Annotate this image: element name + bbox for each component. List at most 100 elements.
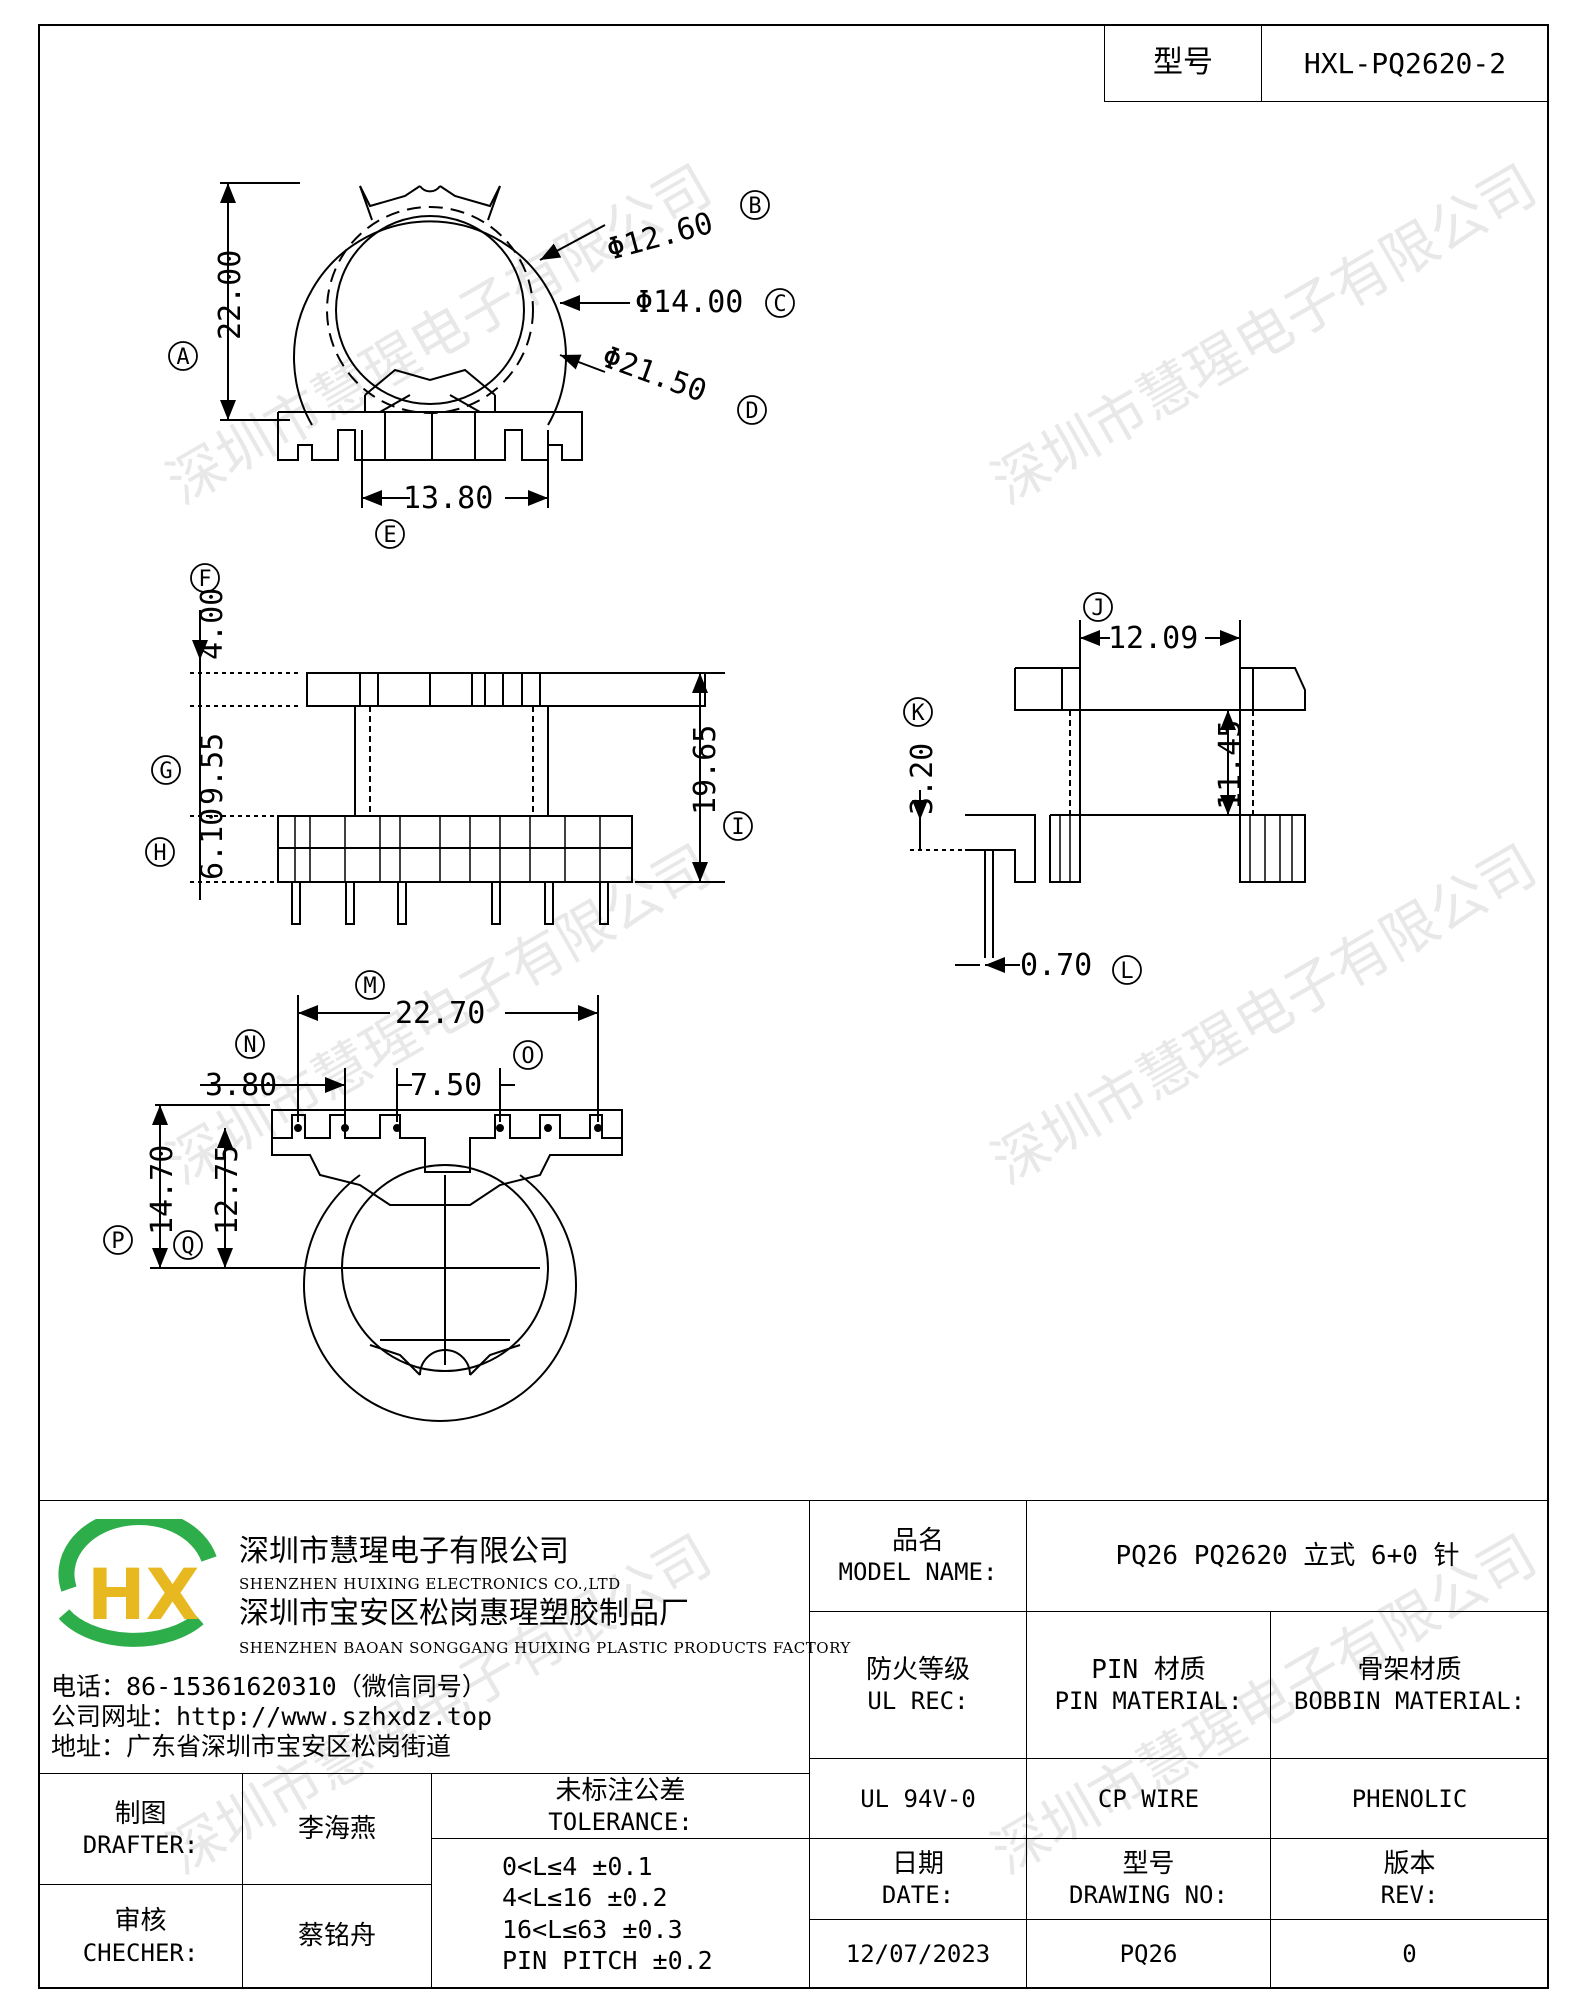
ul-value-cell: UL 94V-0 [809, 1758, 1027, 1839]
dim-p-label: P [111, 1229, 124, 1254]
bobbin-material-en: BOBBIN MATERIAL: [1293, 1687, 1526, 1716]
factory-name-cn: 深圳市宝安区松岗惠瑆塑胶制品厂 [239, 1596, 689, 1631]
model-name-en: MODEL NAME: [838, 1558, 998, 1587]
dim-c-value: Φ14.00 [635, 285, 743, 320]
rev-cn: 版本 [1383, 1848, 1436, 1879]
dim-g-value: 9.55 [195, 733, 230, 805]
dim-d-label: D [745, 399, 758, 424]
logo-swoosh-bottom-icon [58, 1609, 204, 1647]
header-model-label-cell: 型号 [1104, 24, 1262, 102]
model-name-value-cell: PQ26 PQ2620 立式 6+0 针 [1026, 1500, 1549, 1612]
pin-material-label-cell: PIN 材质 PIN MATERIAL: [1026, 1611, 1271, 1759]
date-en: DATE: [881, 1881, 955, 1910]
dim-e-value: 13.80 [403, 481, 493, 516]
factory-name-en: SHENZHEN BAOAN SONGGANG HUIXING PLASTIC … [239, 1639, 851, 1657]
model-name-label-cell: 品名 MODEL NAME: [809, 1500, 1027, 1612]
header-model-label: 型号 [1153, 45, 1213, 81]
drafter-value-cell: 李海燕 [242, 1773, 432, 1885]
drafter-en: DRAFTER: [82, 1831, 199, 1860]
dim-d-value: Φ21.50 [597, 340, 711, 410]
dim-g-label: G [159, 759, 172, 784]
dim-m-label: M [363, 974, 376, 999]
dim-e-label: E [383, 523, 396, 548]
drawing-no-value-cell: PQ26 [1026, 1919, 1271, 1989]
checker-cn: 审核 [114, 1906, 167, 1937]
model-name-cn: 品名 [891, 1525, 944, 1556]
dim-f-value: 4.00 [195, 588, 230, 660]
dim-o-label: O [521, 1044, 534, 1069]
tolerance-line-3: 16<L≤63 ±0.3 [502, 1914, 683, 1944]
dim-b-value: Φ12.60 [603, 206, 717, 268]
ul-cn: 防火等级 [865, 1654, 970, 1685]
bottom-view [271, 1109, 623, 1422]
drawing-no-en: DRAWING NO: [1069, 1881, 1228, 1910]
tolerance-label-cell: 未标注公差 TOLERANCE: [431, 1773, 810, 1839]
bobbin-material-value-cell: PHENOLIC [1270, 1758, 1549, 1839]
tolerance-line-4: PIN PITCH ±0.2 [502, 1945, 713, 1975]
rev-value: 0 [1402, 1940, 1417, 1968]
dim-i-label: I [731, 815, 744, 840]
front-view [965, 667, 1306, 958]
dim-a-value: 22.00 [213, 250, 248, 340]
dim-a-label: A [176, 345, 189, 370]
company-website: 公司网址：http://www.szhxdz.top [51, 1702, 493, 1731]
dim-c-label: C [773, 292, 786, 317]
drafter-cn: 制图 [114, 1798, 167, 1829]
dim-f-label: F [198, 567, 211, 592]
dim-n-label: N [243, 1033, 256, 1058]
date-cn: 日期 [891, 1848, 944, 1879]
rev-en: REV: [1380, 1881, 1439, 1910]
company-logo: HX [58, 1519, 217, 1647]
tolerance-cn: 未标注公差 [555, 1775, 686, 1806]
bobbin-material-cn: 骨架材质 [1357, 1654, 1462, 1685]
drawing-no-cn: 型号 [1122, 1848, 1175, 1879]
company-address: 地址：广东省深圳市宝安区松岗街道 [51, 1732, 452, 1761]
dim-q-label: Q [181, 1234, 194, 1259]
top-view [277, 185, 583, 461]
drafter-label-cell: 制图 DRAFTER: [38, 1773, 243, 1885]
dim-k-value: 3.20 [905, 743, 940, 815]
drawing-no-label-cell: 型号 DRAWING NO: [1026, 1838, 1271, 1920]
bobbin-material-label-cell: 骨架材质 BOBBIN MATERIAL: [1270, 1611, 1549, 1759]
checker-value-cell: 蔡铭舟 [242, 1884, 432, 1989]
pin-material-en: PIN MATERIAL: [1054, 1687, 1243, 1716]
tolerance-line-1: 0<L≤4 ±0.1 [502, 1852, 653, 1881]
rev-value-cell: 0 [1270, 1919, 1549, 1989]
company-phone: 电话：86-15361620310（微信同号） [51, 1672, 487, 1701]
checker-value: 蔡铭舟 [297, 1921, 376, 1952]
checker-label-cell: 审核 CHECHER: [38, 1884, 243, 1989]
pin-material-cn: PIN 材质 [1091, 1654, 1206, 1685]
dim-j-value: 12.09 [1108, 621, 1198, 656]
dim-h-value: 6.10 [195, 808, 230, 880]
dim-k-label: K [911, 701, 925, 726]
ul-value: UL 94V-0 [860, 1784, 976, 1813]
dim-l-value: 0.70 [1020, 948, 1092, 983]
dim-h-label: H [153, 841, 166, 866]
tolerance-en: TOLERANCE: [548, 1808, 693, 1837]
rev-label-cell: 版本 REV: [1270, 1838, 1549, 1920]
tolerance-line-2: 4<L≤16 ±0.2 [502, 1883, 668, 1913]
logo-swoosh-top-icon [58, 1519, 217, 1592]
pin-material-value: CP WIRE [1097, 1784, 1200, 1813]
dim-k2-value: 11.45 [1213, 720, 1248, 810]
ul-en: UL REC: [867, 1687, 969, 1716]
dim-q-value: 12.75 [210, 1145, 245, 1235]
company-name-cn: 深圳市慧瑆电子有限公司 [239, 1534, 569, 1569]
pin-material-value-cell: CP WIRE [1026, 1758, 1271, 1839]
date-value-cell: 12/07/2023 [809, 1919, 1027, 1989]
dim-l-label: L [1120, 959, 1133, 984]
dim-b-label: B [748, 194, 761, 219]
date-value: 12/07/2023 [845, 1940, 991, 1968]
date-label-cell: 日期 DATE: [809, 1838, 1027, 1920]
dim-p-value: 14.70 [145, 1145, 180, 1235]
dim-m-value: 22.70 [395, 996, 485, 1031]
header-model-value: HXL-PQ2620-2 [1303, 46, 1507, 80]
side-view [277, 672, 706, 925]
dim-i-value: 19.65 [688, 725, 723, 815]
header-model-value-cell: HXL-PQ2620-2 [1261, 24, 1549, 102]
dim-o-value: 7.50 [410, 1068, 482, 1103]
ul-label-cell: 防火等级 UL REC: [809, 1611, 1027, 1759]
drawing-no-value: PQ26 [1119, 1940, 1178, 1968]
company-cell: HX 深圳市慧瑆电子有限公司 SHENZHEN HUIXING ELECTRON… [38, 1500, 850, 1774]
